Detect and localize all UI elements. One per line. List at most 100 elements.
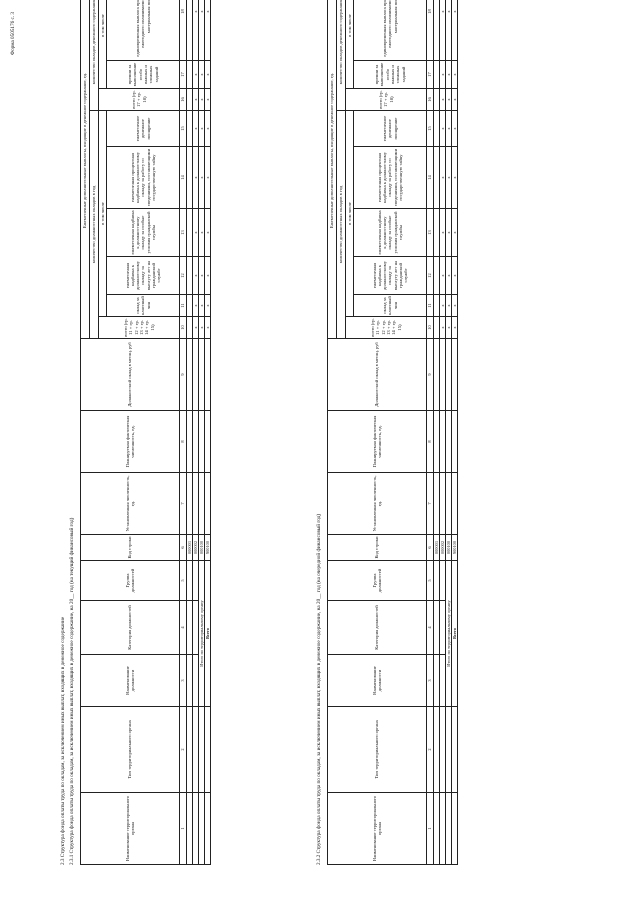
- table-1: Наименование территориального органа Тип…: [80, 0, 211, 865]
- h-c17: премии за выполнение особо важных и слож…: [106, 60, 180, 89]
- col-num: 1: [179, 792, 187, 865]
- col-num: 13: [426, 208, 434, 257]
- h-group: Группа должностей: [80, 560, 180, 601]
- h-code: Код строки: [80, 534, 180, 561]
- table2-title: 2.3.2 Структура фонда оплаты труда по ок…: [316, 513, 322, 865]
- h-category: Категория должностей: [80, 600, 180, 655]
- col-num: 6: [426, 534, 434, 561]
- col-num: 13: [179, 208, 187, 257]
- x-mark: x: [451, 146, 458, 209]
- col-number-row: 1 2 3 4 5 6 7 8 9 10 11 12 13 14 15 16 1…: [179, 0, 187, 865]
- x-mark: x: [204, 256, 211, 295]
- h-category: Категория должностей: [327, 600, 427, 655]
- x-mark: x: [204, 88, 211, 111]
- h-c16: всего (гр. 17 + гр. 18): [98, 88, 180, 111]
- col-num: 5: [179, 560, 187, 601]
- h-group: Группа должностей: [327, 560, 427, 601]
- x-mark: x: [451, 60, 458, 89]
- h-c18: единовременная выплата при предоставлени…: [106, 0, 180, 61]
- h-position: Наименование должности: [80, 654, 180, 707]
- row-code: 900100: [451, 534, 458, 561]
- col-num: 1: [426, 792, 434, 865]
- col-num: 8: [179, 410, 187, 473]
- h-type: Тип территориального органа: [327, 706, 427, 793]
- h-c15: ежемесячное денежное поощрение: [353, 110, 427, 147]
- col-num: 16: [179, 88, 187, 111]
- h-sub-group: количество окладов денежного содержания …: [336, 0, 346, 111]
- col-num: 6: [179, 534, 187, 561]
- col-num: 9: [179, 338, 187, 411]
- h-c15: ежемесячное денежное поощрение: [106, 110, 180, 147]
- col-num: 18: [426, 0, 434, 61]
- h-type: Тип территориального органа: [80, 706, 180, 793]
- col-num: 10: [179, 316, 187, 339]
- x-mark: x: [451, 256, 458, 295]
- h-planned: Планируемая фактическая численность, ед.: [327, 410, 427, 473]
- table-row: Всего 900100 x x x x x x x x x: [204, 0, 211, 865]
- h-unit-caption: Ежемесячные дополнительные выплаты, вход…: [327, 0, 337, 339]
- col-num: 17: [426, 60, 434, 89]
- x-mark: x: [204, 60, 211, 89]
- x-mark: x: [204, 294, 211, 317]
- col-num: 18: [179, 0, 187, 61]
- h-in-total-2: в том числе: [98, 0, 107, 89]
- form-label: Форма 0505176 с. 3: [10, 12, 16, 55]
- x-mark: x: [204, 316, 211, 339]
- h-count-group: количество должностных окладов в год: [89, 110, 99, 339]
- col-num: 15: [426, 110, 434, 147]
- col-num: 16: [426, 88, 434, 111]
- row-label: Всего: [204, 560, 211, 707]
- col-num: 4: [426, 600, 434, 655]
- h-c11: оклад за классный чин: [353, 294, 427, 317]
- x-mark: x: [451, 110, 458, 147]
- x-mark: x: [204, 146, 211, 209]
- h-established: Установленная численность, ед.: [80, 472, 180, 535]
- x-mark: x: [451, 294, 458, 317]
- x-mark: x: [204, 208, 211, 257]
- x-mark: x: [451, 0, 458, 61]
- h-salary: Должностной оклад в месяц, руб: [327, 338, 427, 411]
- col-num: 3: [426, 654, 434, 707]
- h-c14: ежемесячная процентная надбавка к должно…: [353, 146, 427, 209]
- col-number-row: 1 2 3 4 5 6 7 8 9 10 11 12 13 14 15 16 1…: [426, 0, 434, 865]
- col-num: 2: [426, 706, 434, 793]
- h-code: Код строки: [327, 534, 427, 561]
- h-in-total-2: в том числе: [345, 0, 354, 89]
- col-num: 10: [426, 316, 434, 339]
- col-num: 5: [426, 560, 434, 601]
- h-in-total: в том числе: [98, 110, 107, 317]
- h-c12: ежемесячная надбавка к должностному окла…: [353, 256, 427, 295]
- col-num: 8: [426, 410, 434, 473]
- table-row: Всего 900100 x x x x x x x x x: [451, 0, 458, 865]
- h-c17: премии за выполнение особо важных и слож…: [353, 60, 427, 89]
- h-salary: Должностной оклад в месяц, руб: [80, 338, 180, 411]
- col-num: 11: [426, 294, 434, 317]
- h-c18: единовременная выплата при предоставлени…: [353, 0, 427, 61]
- col-num: 7: [179, 472, 187, 535]
- col-num: 2: [179, 706, 187, 793]
- row-code: 900100: [204, 534, 211, 561]
- h-name: Наименование территориального органа: [327, 792, 427, 865]
- x-mark: x: [204, 0, 211, 61]
- h-sub-group: количество окладов денежного содержания …: [89, 0, 99, 111]
- h-planned: Планируемая фактическая численность, ед.: [80, 410, 180, 473]
- h-c10: всего (гр. 11 + гр. 12 + гр. 13 + гр. 14…: [345, 316, 427, 339]
- section-title: 2.3 Структура фонда оплаты труда по окла…: [60, 616, 66, 865]
- h-c14: ежемесячная процентная надбавка к должно…: [106, 146, 180, 209]
- col-num: 14: [426, 146, 434, 209]
- h-count-group: количество должностных окладов в год: [336, 110, 346, 339]
- h-c11: оклад за классный чин: [106, 294, 180, 317]
- h-c16: всего (гр. 17 + гр. 18): [345, 88, 427, 111]
- col-num: 3: [179, 654, 187, 707]
- col-num: 11: [179, 294, 187, 317]
- col-num: 12: [179, 256, 187, 295]
- col-num: 15: [179, 110, 187, 147]
- table-2: Наименование территориального органа Тип…: [327, 0, 458, 865]
- h-c13: ежемесячная надбавка к должностному окла…: [106, 208, 180, 257]
- x-mark: x: [451, 88, 458, 111]
- h-c13: ежемесячная надбавка к должностному окла…: [353, 208, 427, 257]
- h-name: Наименование территориального органа: [80, 792, 180, 865]
- h-unit-caption: Ежемесячные дополнительные выплаты, вход…: [80, 0, 90, 339]
- h-c12: ежемесячная надбавка к должностному окла…: [106, 256, 180, 295]
